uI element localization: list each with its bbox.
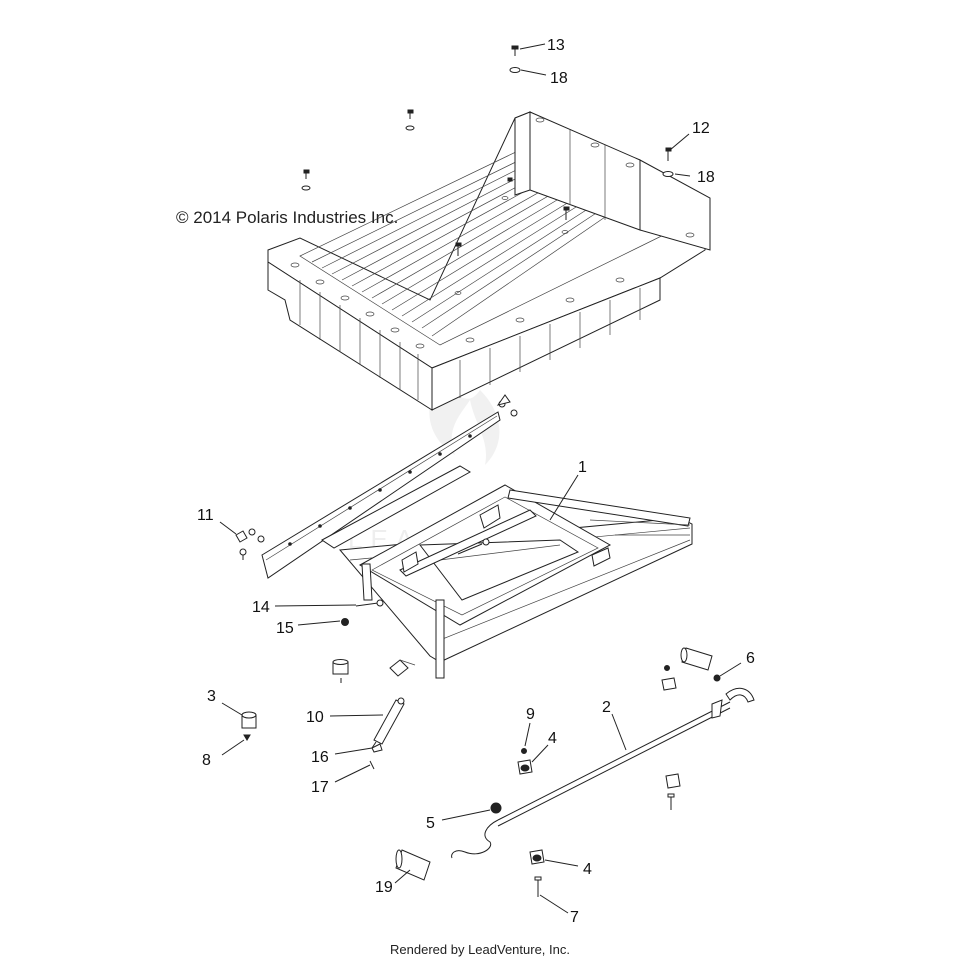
washer-18-right — [662, 171, 674, 177]
bolt-14 — [355, 599, 384, 607]
callout-10: 10 — [306, 709, 324, 726]
pin-17 — [369, 760, 375, 770]
cargo-box — [267, 111, 711, 411]
box-hardware — [301, 45, 674, 256]
grip-19 — [395, 849, 431, 881]
bumper-3 — [241, 711, 257, 729]
gas-strut-10 — [371, 697, 405, 749]
screw-box-c — [455, 177, 570, 256]
latch-rod-2 — [451, 687, 755, 859]
callout-14: 14 — [252, 599, 270, 616]
callout-12: 12 — [692, 120, 710, 137]
callout-3: 3 — [207, 688, 216, 705]
bushing-4-lower — [529, 849, 545, 865]
footer-credit: Rendered by LeadVenture, Inc. — [390, 942, 570, 957]
callout-4-lower: 4 — [583, 861, 592, 878]
side-wall-ribs — [299, 280, 641, 400]
bushing-right — [665, 773, 681, 810]
callout-13: 13 — [547, 37, 565, 54]
copyright-notice: © 2014 Polaris Industries Inc. — [176, 208, 399, 227]
leader-lines — [219, 43, 742, 914]
nut-9 — [521, 748, 527, 754]
callout-17: 17 — [311, 779, 329, 796]
washer-18-top — [509, 67, 521, 73]
callout-labels: 13 18 12 18 1 11 14 15 6 2 3 10 9 4 8 16… — [197, 37, 755, 926]
bolt-7 — [534, 876, 542, 897]
callout-18-right: 18 — [697, 169, 715, 186]
callout-4-upper: 4 — [548, 730, 557, 747]
callout-5: 5 — [426, 815, 435, 832]
callout-9: 9 — [526, 706, 535, 723]
callout-18-top: 18 — [550, 70, 568, 87]
grip-6 — [680, 647, 721, 682]
screw-box-b — [301, 169, 311, 191]
callout-2: 2 — [602, 699, 611, 716]
clip-bracket — [389, 659, 416, 677]
clamp-6-area — [661, 665, 677, 691]
callout-11: 11 — [197, 507, 214, 524]
bushing-4-upper — [517, 759, 533, 775]
knob-5 — [490, 802, 502, 814]
callout-6: 6 — [746, 650, 755, 667]
callout-7: 7 — [570, 909, 579, 926]
clips-11 — [235, 528, 265, 560]
nut-15 — [341, 618, 349, 626]
callout-8: 8 — [202, 752, 211, 769]
screw-box-a — [405, 109, 415, 131]
box-frame — [261, 394, 693, 679]
callout-16: 16 — [311, 749, 329, 766]
callout-19: 19 — [375, 879, 393, 896]
callout-1: 1 — [578, 459, 587, 476]
clip-16 — [371, 743, 383, 753]
bumper-stop — [332, 659, 349, 683]
rail-holes-left — [288, 434, 472, 546]
screw-13 — [511, 45, 519, 56]
rim-holes — [290, 117, 695, 349]
callout-15: 15 — [276, 620, 294, 637]
screw-8 — [243, 734, 251, 741]
floor-ribs — [311, 155, 625, 337]
